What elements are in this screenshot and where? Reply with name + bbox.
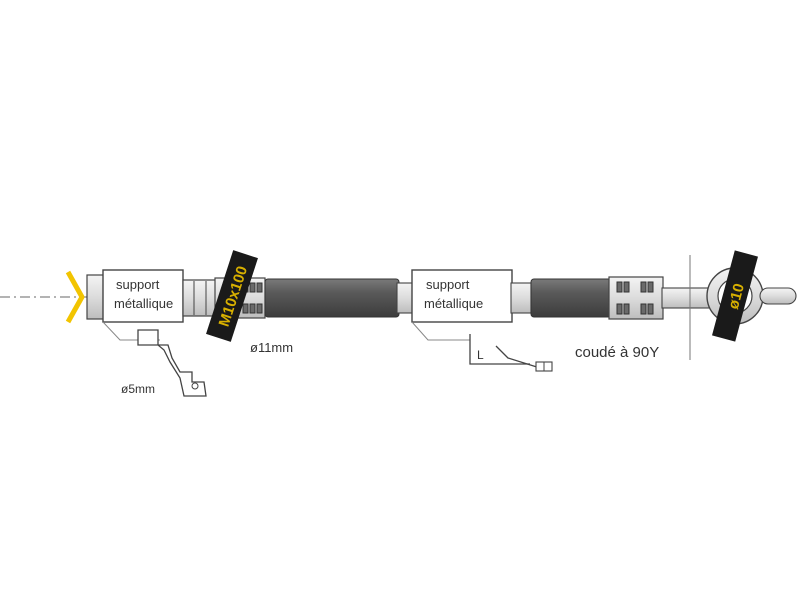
- mid-support-box: [411, 269, 513, 323]
- neck-tube: [661, 287, 713, 309]
- mid-collar-right: [510, 282, 532, 314]
- bend-note: coudé à 90Y: [575, 344, 659, 361]
- right-ferrule-ribs: [616, 281, 654, 315]
- mid-bracket-outline: [411, 321, 470, 341]
- mid-bracket-letter: L: [477, 348, 484, 362]
- mid-support-label-1: support: [426, 277, 470, 292]
- eye-tag-label: ø10: [725, 282, 748, 311]
- mid-collar-left: [396, 282, 414, 314]
- hose-diameter-label: ø11mm: [250, 340, 293, 355]
- bracket-hole: [191, 382, 199, 390]
- left-bracket-plate: [137, 329, 207, 397]
- left-support-label-1: support: [116, 277, 160, 292]
- left-support-box: [102, 269, 184, 323]
- eye-tag: ø10: [712, 250, 758, 342]
- hose-segment-2: [530, 278, 612, 318]
- hose-segment-1: [264, 278, 400, 318]
- chevron-arrow-icon: [65, 270, 85, 324]
- left-collar: [182, 279, 218, 317]
- mid-support-label-2: métallique: [424, 296, 483, 311]
- mid-bracket-plate: [469, 334, 530, 365]
- bracket-hole-label: ø5mm: [121, 382, 155, 396]
- left-support-label-2: métallique: [114, 296, 173, 311]
- mid-bracket-arm: [495, 345, 541, 369]
- banjo-bolt: [759, 287, 797, 305]
